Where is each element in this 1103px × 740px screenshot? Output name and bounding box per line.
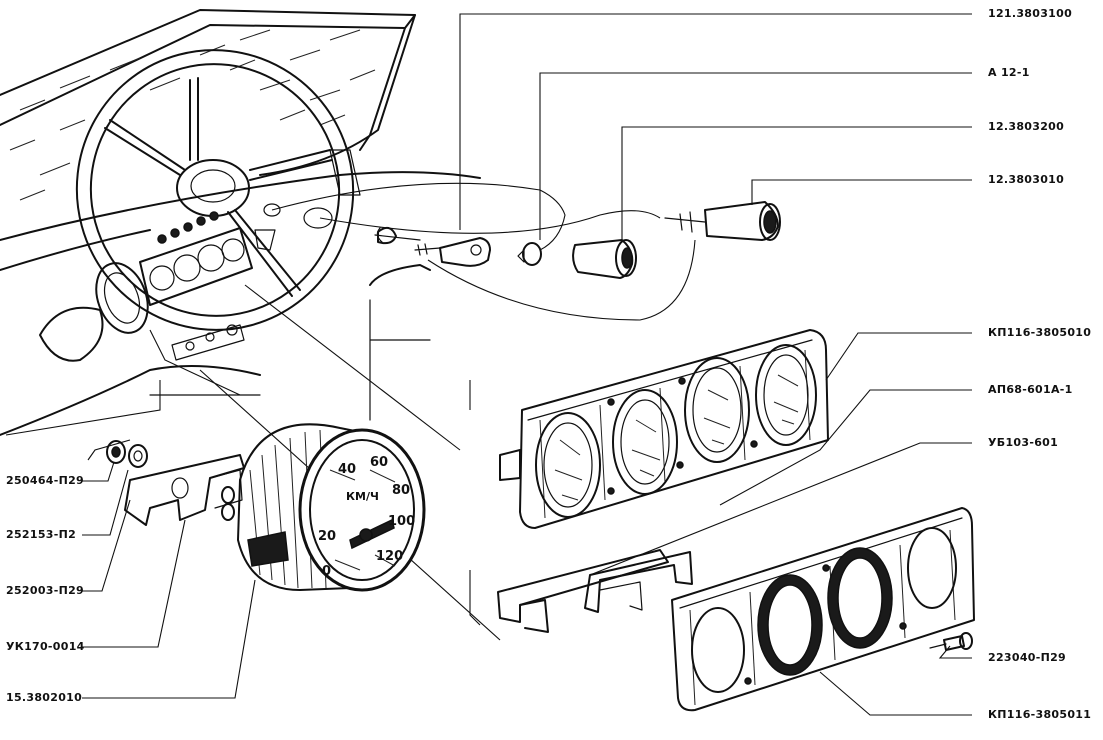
label-ap68-601a-1: АП68-601А-1 [988,383,1073,396]
speedo-tick-6: 20 [318,529,336,544]
label-250464-p29: 250464-П29 [6,474,85,487]
speedo-tick-3: 80 [392,483,410,498]
clip-part [377,226,397,245]
label-kp116-3805011: КП116-3805011 [988,708,1092,721]
speedo-unit: КМ/Ч [346,490,379,503]
label-kp116-3805010: КП116-3805010 [988,326,1092,339]
switch-121 [414,237,491,267]
instrument-panel [499,329,829,529]
speedo-tick-5: 120 [376,549,403,564]
nuts-washers [106,440,235,521]
label-15-3802010: 15.3802010 [6,691,83,704]
lighter-socket-12-3803200 [572,239,637,279]
guide-lines [149,182,696,641]
label-ub103-601: УБ103-601 [988,436,1059,449]
lighter-12-3803010 [664,201,781,241]
dash-cluster [95,203,421,361]
brackets-ub103 [497,549,693,633]
screw-223040 [929,632,973,651]
steering-wheel [75,49,355,331]
bezel-plate [671,507,975,712]
dashboard-body [0,149,481,436]
leader-lines [5,13,972,716]
label-12-3803010: 12.3803010 [988,173,1065,186]
label-252153-p2: 252153-П2 [6,528,77,541]
label-12-3803200: 12.3803200 [988,120,1065,133]
windshield [0,9,416,201]
speedo-tick-7: 0 [322,564,331,579]
label-121-3803100: 121.3803100 [988,7,1073,20]
label-a12-1: А 12-1 [988,66,1030,79]
speedo-tick-2: 60 [370,455,388,470]
label-uk170-0014: УК170-0014 [6,640,85,653]
speedometer: 40 60 80 100 120 20 0 КМ/Ч [237,423,426,592]
bulb-a12 [517,242,542,266]
speedo-tick-1: 40 [338,462,356,477]
speedo-tick-4: 100 [388,514,415,529]
label-223040-p29: 223040-П29 [988,651,1067,664]
label-252003-p29: 252003-П29 [6,584,85,597]
